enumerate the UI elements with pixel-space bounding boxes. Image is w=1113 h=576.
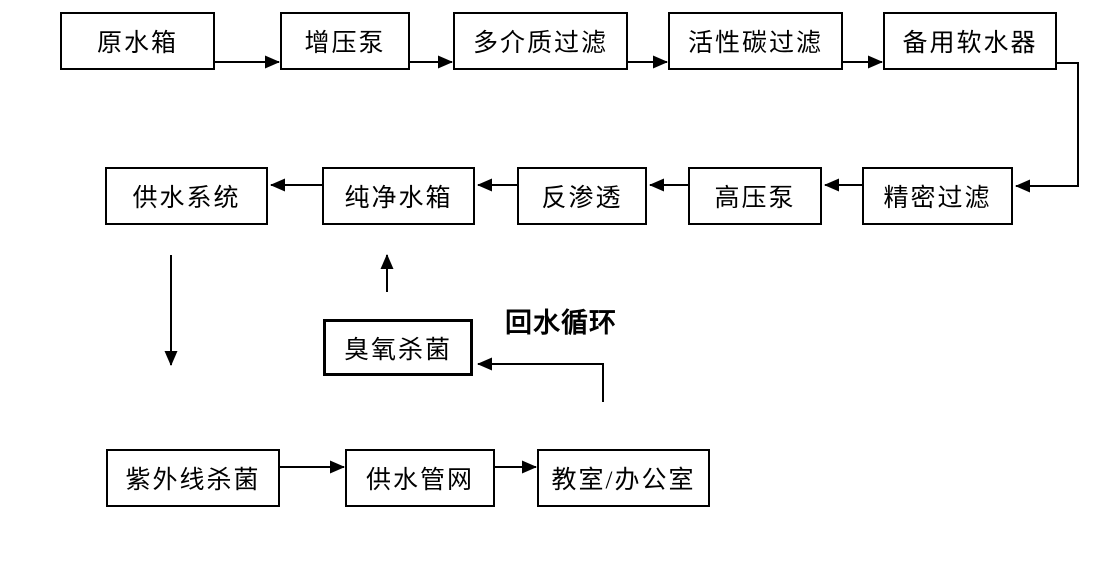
node-high-pressure-pump: 高压泵 bbox=[688, 167, 822, 225]
node-label: 臭氧杀菌 bbox=[343, 336, 452, 364]
node-label: 紫外线杀菌 bbox=[125, 467, 261, 494]
arrow-softener-to-precision bbox=[1015, 62, 1079, 193]
node-label: 供水管网 bbox=[365, 467, 474, 494]
node-water-supply-system: 供水系统 bbox=[105, 167, 268, 225]
node-activated-carbon-filter: 活性碳过滤 bbox=[668, 12, 843, 70]
node-label: 供水系统 bbox=[132, 185, 241, 212]
node-label: 备用软水器 bbox=[902, 30, 1038, 57]
node-multi-media-filter: 多介质过滤 bbox=[453, 12, 628, 70]
node-ozone-sterilization: 臭氧杀菌 bbox=[323, 319, 473, 376]
node-booster-pump: 增压泵 bbox=[280, 12, 410, 70]
node-uv-sterilization: 紫外线杀菌 bbox=[106, 449, 280, 507]
node-pure-water-tank: 纯净水箱 bbox=[322, 167, 475, 225]
node-raw-water-tank: 原水箱 bbox=[60, 12, 215, 70]
node-label: 反渗透 bbox=[541, 185, 623, 212]
node-backup-water-softener: 备用软水器 bbox=[883, 12, 1057, 70]
node-water-supply-network: 供水管网 bbox=[345, 449, 495, 507]
arrow-return-to-ozone bbox=[477, 357, 604, 402]
node-label: 精密过滤 bbox=[883, 185, 992, 212]
node-label: 原水箱 bbox=[96, 30, 178, 57]
node-label: 教室/办公室 bbox=[551, 467, 696, 494]
node-label: 纯净水箱 bbox=[344, 185, 453, 212]
return-water-circulation-label: 回水循环 bbox=[505, 308, 617, 339]
node-precision-filter: 精密过滤 bbox=[862, 167, 1013, 225]
node-reverse-osmosis: 反渗透 bbox=[517, 167, 647, 225]
node-label: 高压泵 bbox=[714, 185, 796, 212]
node-label: 增压泵 bbox=[304, 30, 386, 57]
node-classroom-office: 教室/办公室 bbox=[537, 449, 710, 507]
node-label: 多介质过滤 bbox=[472, 30, 608, 57]
node-label: 活性碳过滤 bbox=[687, 30, 823, 57]
